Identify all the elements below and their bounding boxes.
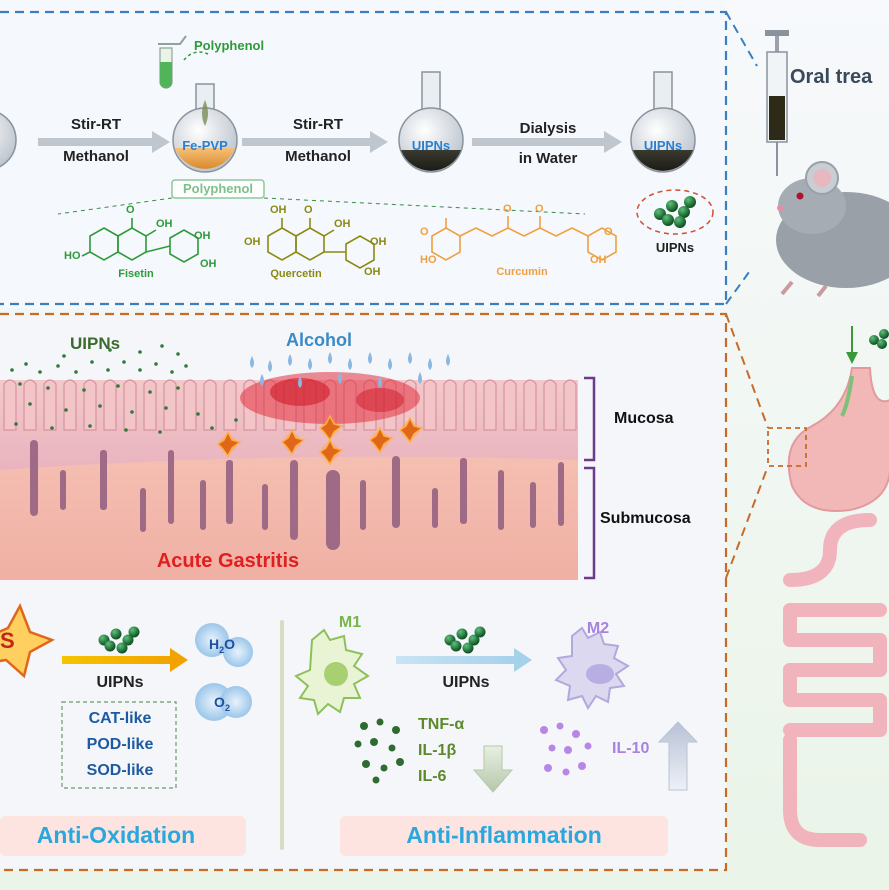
up-arrow-icon xyxy=(657,721,699,791)
m1-label: M1 xyxy=(338,614,362,631)
fisetin-oh-label-3: OH xyxy=(200,258,217,270)
quercetin-oh-label-3: OH xyxy=(370,236,387,248)
step1-line2: Methanol xyxy=(63,148,129,165)
step2-line2: Methanol xyxy=(285,148,351,165)
inflammation-arrow xyxy=(396,656,516,664)
h2o-bubble xyxy=(195,623,229,657)
anti-oxidation-banner xyxy=(0,816,246,856)
alcohol-label: Alcohol xyxy=(286,330,352,350)
curcumin-name: Curcumin xyxy=(496,266,548,278)
tissue-uipns-label: UIPNs xyxy=(70,334,121,353)
anti-oxidation-title: Anti-Oxidation xyxy=(36,822,196,848)
quercetin-oh-label-4: OH xyxy=(364,266,381,278)
quercetin-oh-label-1: OH xyxy=(270,204,287,216)
tissue-illustration xyxy=(0,344,596,580)
step1-line1: Stir-RT xyxy=(71,116,121,133)
fisetin-structure xyxy=(81,218,199,263)
fisetin-name: Fisetin xyxy=(118,268,154,280)
synthesis-border xyxy=(0,10,728,306)
ros-burst-icon xyxy=(0,603,56,679)
step3-line2: in Water xyxy=(518,150,578,167)
curcumin-o-label-3: O xyxy=(420,226,429,238)
oxidation-uipns-label: UIPNs xyxy=(96,674,144,691)
uipns-flask-1-label: UIPNs xyxy=(411,138,451,153)
uipns-flask-2 xyxy=(630,71,696,173)
fe-pvp-label: Fe-PVP xyxy=(182,138,228,153)
mouse-icon xyxy=(776,161,889,298)
polyphenol-box-label: Polyphenol xyxy=(182,181,254,196)
il-10-label: IL-10 xyxy=(612,740,650,757)
enzyme-pod-label: POD-like xyxy=(86,736,154,753)
m2-label: M2 xyxy=(586,620,610,637)
pro-inflammatory-cytokines-icon xyxy=(354,718,404,784)
fe-pvp-flask xyxy=(172,83,238,173)
intestine-icon xyxy=(783,513,887,847)
mucosa-label: Mucosa xyxy=(614,410,674,427)
fisetin-oh-label-1: OH xyxy=(156,218,173,230)
therapy-border xyxy=(0,312,728,872)
m2-macrophage-icon xyxy=(554,626,630,710)
syringe-icon xyxy=(765,30,789,176)
quercetin-oh-label-2: OH xyxy=(334,218,351,230)
fisetin-oh-label-2: OH xyxy=(194,230,211,242)
fisetin-o-label: O xyxy=(126,204,135,216)
step2-line1: Stir-RT xyxy=(293,116,343,133)
step3-line1: Dialysis xyxy=(519,120,577,137)
o2-label: O2 xyxy=(214,694,230,713)
polyphenol-box xyxy=(171,179,265,199)
uipn-cluster-inflammation-icon xyxy=(444,626,486,654)
stomach-icon xyxy=(767,367,889,512)
curcumin-structure xyxy=(431,216,617,261)
uipns-flask-2-label: UIPNs xyxy=(643,138,683,153)
anti-inflammation-title: Anti-Inflammation xyxy=(406,822,602,848)
il-1beta-label: IL-1β xyxy=(418,742,457,759)
quercetin-name: Quercetin xyxy=(270,268,322,280)
oxidation-arrow xyxy=(62,656,172,664)
uipn-dose-icon xyxy=(846,326,889,364)
inflammation-uipns-label: UIPNs xyxy=(442,674,490,691)
h2o-label: H2O xyxy=(208,636,236,655)
curcumin-o-label-1: O xyxy=(503,203,512,215)
m1-macrophage-icon xyxy=(294,628,370,716)
polyphenol-top-label: Polyphenol xyxy=(194,38,265,53)
uipn-cluster-oxidation-icon xyxy=(98,626,140,654)
uipn-cluster-icon xyxy=(654,196,696,228)
curcumin-ho-label: HO xyxy=(420,254,437,266)
anti-inflammatory-cytokines-icon xyxy=(540,722,592,776)
down-arrow-icon xyxy=(472,745,514,793)
enzyme-box xyxy=(61,701,177,789)
quercetin-o-label: O xyxy=(304,204,313,216)
fisetin-ho-label: HO xyxy=(64,250,81,262)
synthesis-panel xyxy=(0,0,726,308)
ros-fragment-label: S xyxy=(0,628,15,653)
submucosa-label: Submucosa xyxy=(600,510,691,527)
acute-gastritis-label: Acute Gastritis xyxy=(156,550,300,572)
enzyme-cat-label: CAT-like xyxy=(88,710,152,727)
tnf-alpha-label: TNF-α xyxy=(418,716,465,733)
oral-treatment-label: Oral trea xyxy=(790,66,873,88)
uipn-cluster-ring xyxy=(636,189,714,235)
curcumin-o-label-2: O xyxy=(535,203,544,215)
il-6-label: IL-6 xyxy=(418,768,447,785)
test-tube-icon xyxy=(158,35,187,89)
quercetin-oh-label-5: OH xyxy=(244,236,261,248)
uipns-cluster-label: UIPNs xyxy=(655,240,695,255)
anti-inflammation-banner xyxy=(340,816,668,856)
curcumin-oh-label: OH xyxy=(590,254,607,266)
enzyme-sod-label: SOD-like xyxy=(86,762,154,779)
quercetin-structure xyxy=(267,218,375,269)
uipns-flask-1 xyxy=(398,71,464,173)
curcumin-o-label-4: O xyxy=(604,226,613,238)
